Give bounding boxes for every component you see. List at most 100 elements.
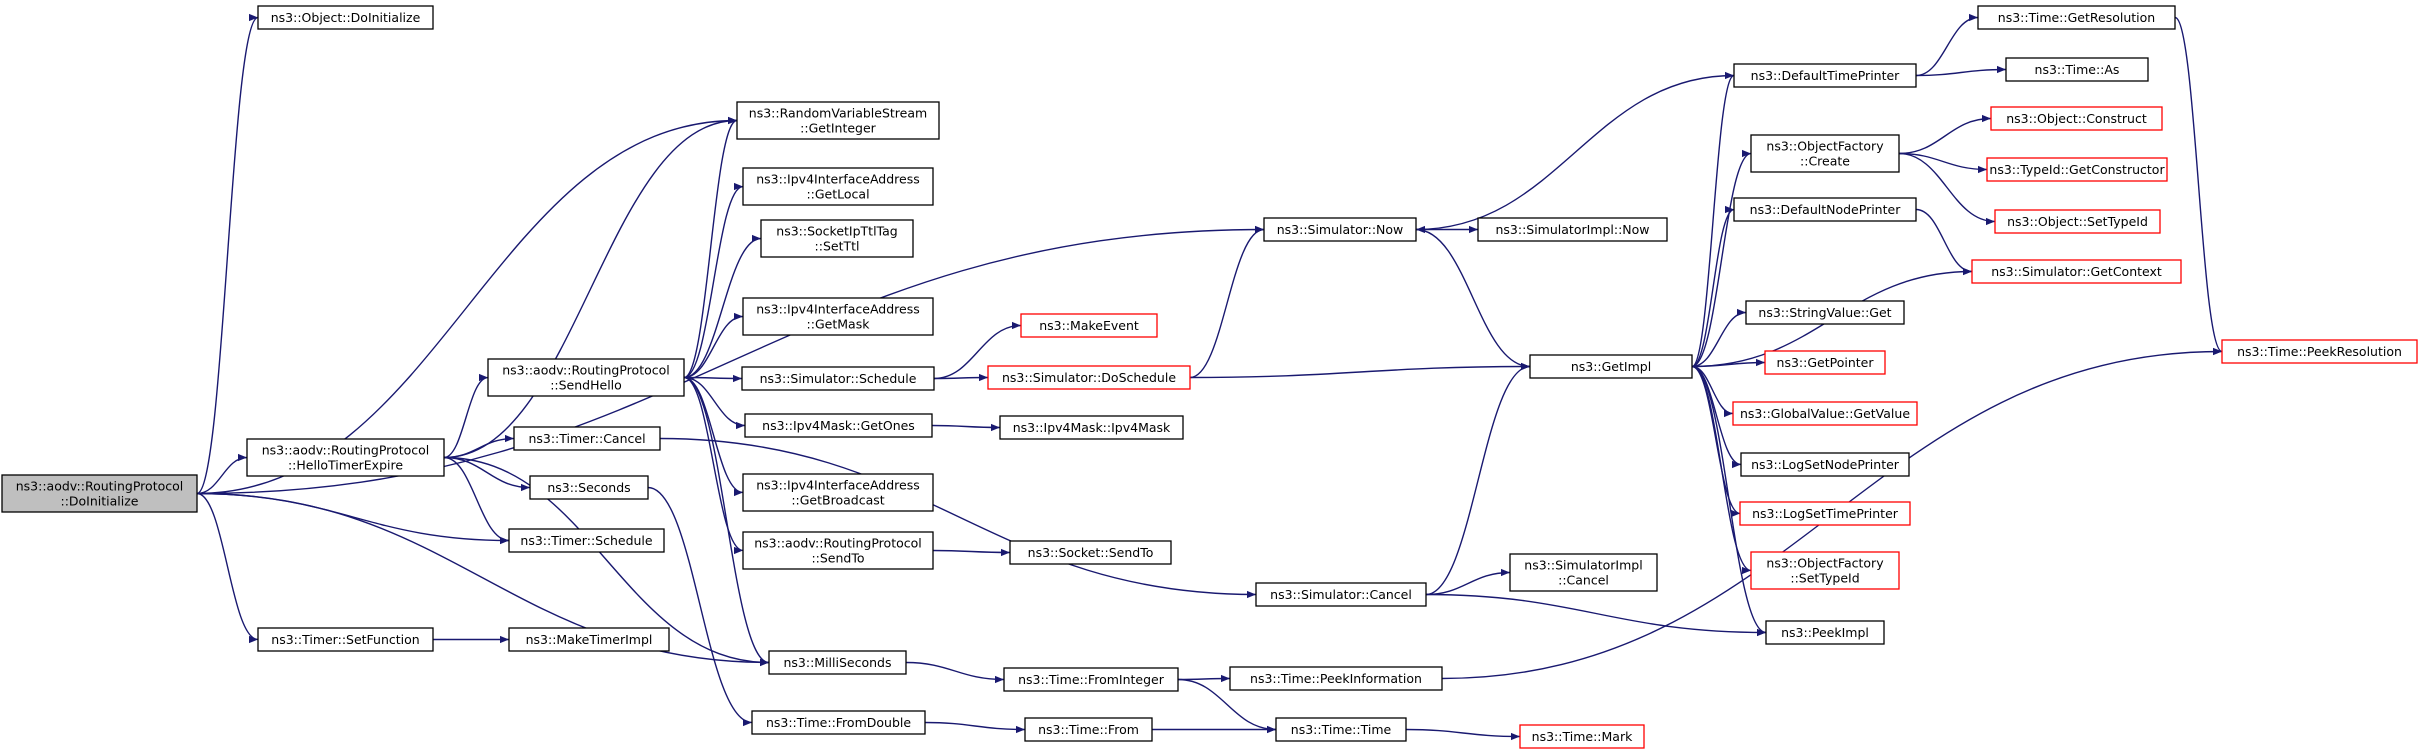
- node-label: ns3::Socket::SendTo: [1028, 545, 1154, 560]
- node-objfactory-settypeid[interactable]: ns3::ObjectFactory::SetTypeId: [1750, 551, 1900, 590]
- node-label: ::HelloTimerExpire: [288, 458, 403, 473]
- node-ipv4if-getmask[interactable]: ns3::Ipv4InterfaceAddress::GetMask: [742, 297, 934, 336]
- node-sim-cancel[interactable]: ns3::Simulator::Cancel: [1255, 582, 1427, 607]
- node-sim-doschedule[interactable]: ns3::Simulator::DoSchedule: [987, 365, 1191, 390]
- node-simimpl-cancel[interactable]: ns3::SimulatorImpl::Cancel: [1509, 553, 1658, 592]
- node-box: [1519, 724, 1645, 749]
- node-logsetnodeprinter[interactable]: ns3::LogSetNodePrinter: [1740, 452, 1910, 477]
- node-box: [257, 5, 434, 30]
- edge-objfactory-create-to-typeid-getctor: [1898, 152, 1988, 174]
- node-obj-construct[interactable]: ns3::Object::Construct: [1990, 106, 2163, 131]
- node-box: [513, 426, 661, 451]
- node-box: [508, 528, 665, 553]
- node-timer-cancel[interactable]: ns3::Timer::Cancel: [513, 426, 661, 451]
- node-ipv4mask-ctor[interactable]: ns3::Ipv4Mask::Ipv4Mask: [999, 415, 1184, 440]
- node-box: [1977, 5, 2176, 30]
- node-send-hello[interactable]: ns3::aodv::RoutingProtocol::SendHello: [487, 358, 685, 397]
- node-box: [999, 415, 1184, 440]
- node-label: ::GetBroadcast: [791, 493, 884, 508]
- nodes-layer: ns3::aodv::RoutingProtocol::DoInitialize…: [1, 5, 2418, 749]
- node-label: ns3::SocketIpTtlTag: [776, 224, 897, 239]
- node-objfactory-create[interactable]: ns3::ObjectFactory::Create: [1750, 134, 1900, 173]
- edge-getimpl-to-objfactory-settypeid: [1691, 365, 1752, 575]
- node-time-peekinfo[interactable]: ns3::Time::PeekInformation: [1229, 666, 1443, 691]
- node-obj-settypeid[interactable]: ns3::Object::SetTypeId: [1994, 209, 2161, 234]
- node-box: [1229, 666, 1443, 691]
- node-sim-now[interactable]: ns3::Simulator::Now: [1263, 217, 1417, 242]
- node-label: ns3::Timer::Cancel: [528, 431, 645, 446]
- node-timer-setfn[interactable]: ns3::Timer::SetFunction: [257, 627, 434, 652]
- node-label: ns3::Object::Construct: [2006, 111, 2147, 126]
- node-time-peekresolution[interactable]: ns3::Time::PeekResolution: [2221, 339, 2418, 364]
- node-time-getresolution[interactable]: ns3::Time::GetResolution: [1977, 5, 2176, 30]
- node-root[interactable]: ns3::aodv::RoutingProtocol::DoInitialize: [1, 474, 198, 513]
- node-time-from[interactable]: ns3::Time::From: [1024, 717, 1153, 742]
- node-ipv4if-getbcast[interactable]: ns3::Ipv4InterfaceAddress::GetBroadcast: [742, 473, 934, 512]
- edge-time-getresolution-to-time-peekresolution: [2174, 16, 2223, 355]
- node-box: [257, 627, 434, 652]
- node-label: ns3::Time::As: [2035, 62, 2120, 77]
- node-sim-schedule[interactable]: ns3::Simulator::Schedule: [741, 366, 935, 391]
- edge-send-hello-to-milliseconds: [683, 376, 770, 667]
- node-box: [1529, 354, 1693, 379]
- node-make-event[interactable]: ns3::MakeEvent: [1020, 313, 1158, 338]
- node-rvs-getint[interactable]: ns3::RandomVariableStream::GetInteger: [736, 101, 940, 140]
- node-box: [529, 475, 649, 500]
- node-timer-schedule[interactable]: ns3::Timer::Schedule: [508, 528, 665, 553]
- node-sim-getcontext[interactable]: ns3::Simulator::GetContext: [1971, 259, 2182, 284]
- node-ipv4mask-getones[interactable]: ns3::Ipv4Mask::GetOnes: [744, 413, 933, 438]
- node-box: [246, 438, 445, 477]
- edge-sim-schedule-to-make-event: [933, 321, 1022, 380]
- node-label: ::Cancel: [1558, 573, 1609, 588]
- node-box: [1733, 63, 1917, 88]
- node-box: [742, 473, 934, 512]
- node-time-time[interactable]: ns3::Time::Time: [1275, 717, 1407, 742]
- edge-send-hello-to-sim-schedule: [683, 374, 743, 383]
- node-simimpl-now[interactable]: ns3::SimulatorImpl::Now: [1477, 217, 1668, 242]
- node-stringvalue-get[interactable]: ns3::StringValue::Get: [1745, 300, 1905, 325]
- node-label: ns3::aodv::RoutingProtocol: [754, 536, 922, 551]
- node-time-mark[interactable]: ns3::Time::Mark: [1519, 724, 1645, 749]
- node-label: ns3::aodv::RoutingProtocol: [262, 443, 430, 458]
- edge-sim-now-to-getimpl: [1415, 228, 1531, 371]
- node-label: ns3::SimulatorImpl::Now: [1495, 222, 1649, 237]
- node-default-time-printer[interactable]: ns3::DefaultTimePrinter: [1733, 63, 1917, 88]
- node-getpointer[interactable]: ns3::GetPointer: [1764, 350, 1886, 375]
- node-box: [1255, 582, 1427, 607]
- node-seconds[interactable]: ns3::Seconds: [529, 475, 649, 500]
- node-peekimpl[interactable]: ns3::PeekImpl: [1765, 620, 1885, 645]
- node-typeid-getctor[interactable]: ns3::TypeId::GetConstructor: [1986, 157, 2168, 182]
- node-hello-expire[interactable]: ns3::aodv::RoutingProtocol::HelloTimerEx…: [246, 438, 445, 477]
- node-time-as[interactable]: ns3::Time::As: [2005, 57, 2149, 82]
- node-milliseconds[interactable]: ns3::MilliSeconds: [768, 650, 907, 675]
- edge-hello-expire-to-send-hello: [443, 373, 489, 459]
- edge-hello-expire-to-rvs-getint: [443, 116, 738, 459]
- node-aodv-sendto[interactable]: ns3::aodv::RoutingProtocol::SendTo: [742, 531, 934, 570]
- node-label: ns3::Object::DoInitialize: [271, 10, 421, 25]
- node-box: [1764, 350, 1886, 375]
- node-obj-doinit[interactable]: ns3::Object::DoInitialize: [257, 5, 434, 30]
- edge-default-node-printer-to-sim-getcontext: [1915, 208, 1973, 276]
- node-box: [742, 297, 934, 336]
- edge-root-to-timer-schedule: [196, 492, 510, 545]
- node-label: ns3::MakeEvent: [1039, 318, 1139, 333]
- node-socketipttl[interactable]: ns3::SocketIpTtlTag::SetTtl: [760, 219, 914, 258]
- node-getimpl[interactable]: ns3::GetImpl: [1529, 354, 1693, 379]
- node-label: ns3::Object::SetTypeId: [2007, 214, 2148, 229]
- node-label: ns3::GetImpl: [1571, 359, 1651, 374]
- node-globalvalue-getvalue[interactable]: ns3::GlobalValue::GetValue: [1732, 401, 1918, 426]
- node-ipv4if-getlocal[interactable]: ns3::Ipv4InterfaceAddress::GetLocal: [742, 167, 934, 206]
- node-label: ns3::Time::PeekInformation: [1250, 671, 1422, 686]
- edge-root-to-timer-setfn: [196, 492, 259, 644]
- node-socket-sendto[interactable]: ns3::Socket::SendTo: [1009, 540, 1172, 565]
- node-default-node-printer[interactable]: ns3::DefaultNodePrinter: [1733, 197, 1917, 222]
- node-logsettimeprinter[interactable]: ns3::LogSetTimePrinter: [1739, 501, 1911, 526]
- node-label: ns3::Ipv4InterfaceAddress: [756, 172, 920, 187]
- node-time-frominteger[interactable]: ns3::Time::FromInteger: [1003, 667, 1179, 692]
- node-box: [1990, 106, 2163, 131]
- node-label: ns3::DefaultNodePrinter: [1750, 202, 1902, 217]
- node-time-fromdouble[interactable]: ns3::Time::FromDouble: [751, 710, 926, 735]
- edge-time-frominteger-to-time-time: [1177, 678, 1277, 734]
- node-make-timer-impl[interactable]: ns3::MakeTimerImpl: [508, 627, 670, 652]
- edge-timer-cancel-to-sim-cancel: [659, 437, 1257, 599]
